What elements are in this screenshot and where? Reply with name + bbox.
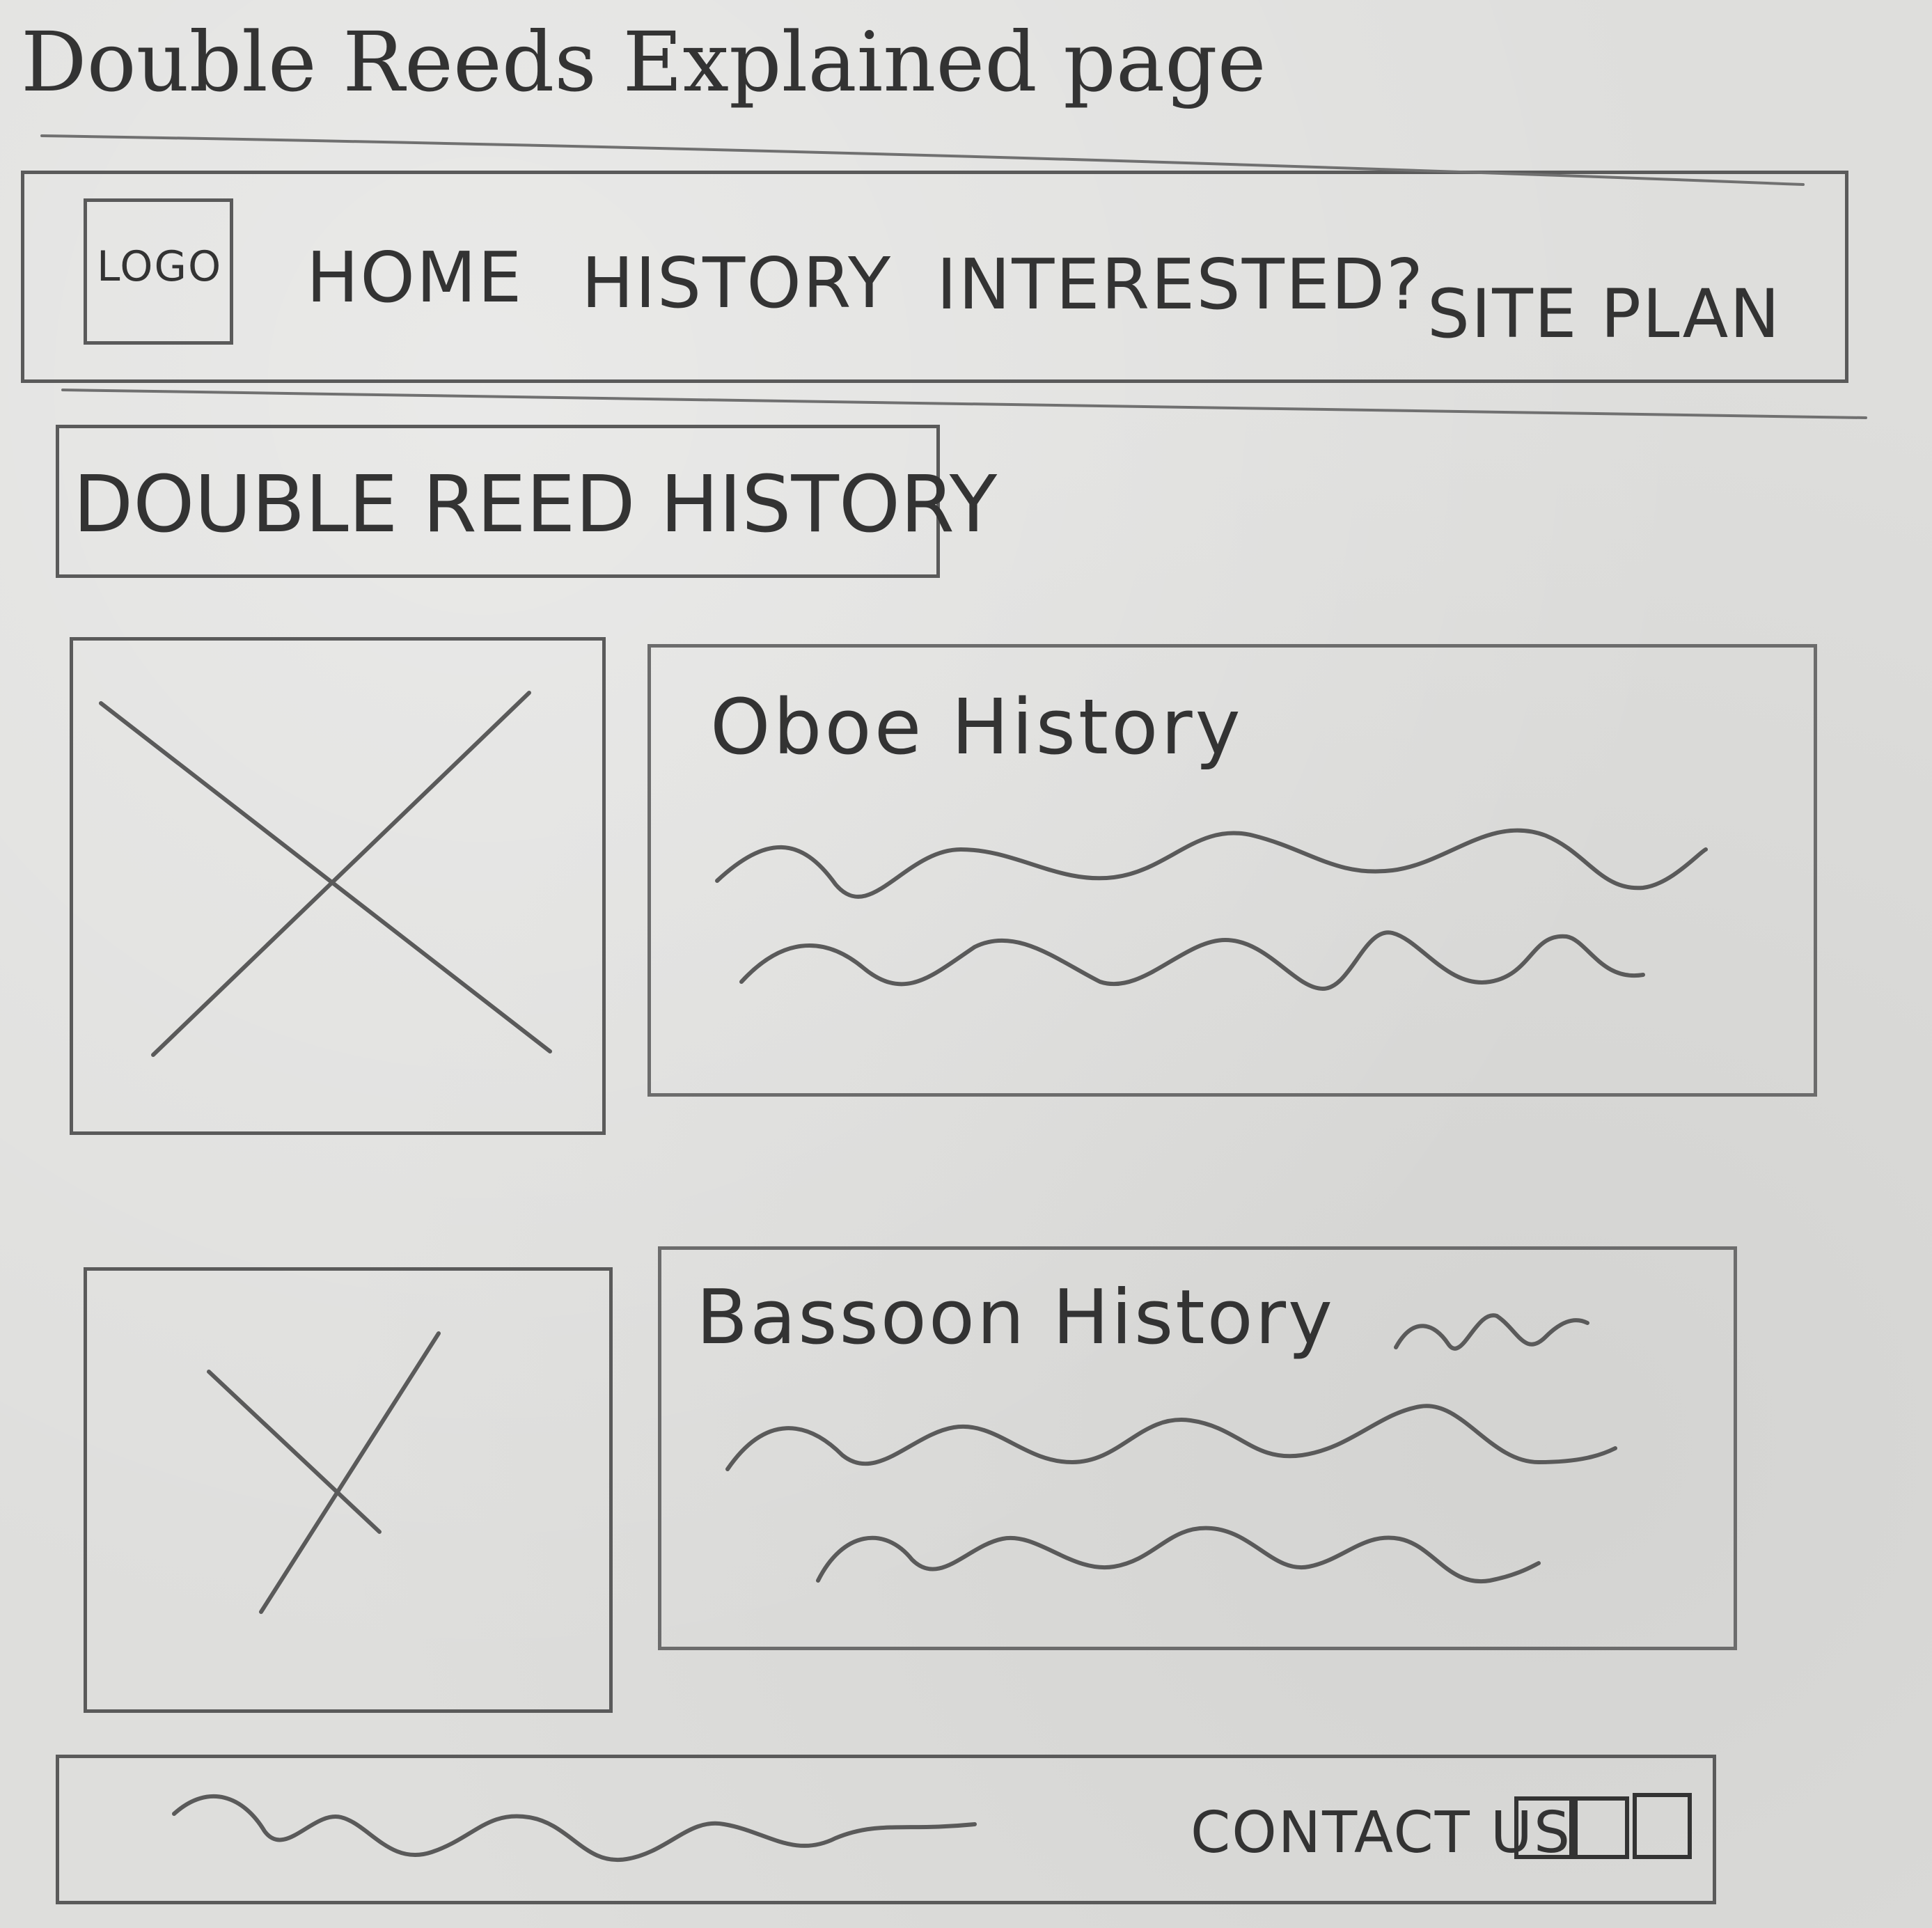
bassoon-image-placeholder xyxy=(84,1267,613,1713)
page-title: Double Reeds Explained page xyxy=(21,14,1266,110)
bassoon-history-card xyxy=(658,1246,1737,1650)
oboe-history-card xyxy=(647,644,1817,1097)
nav-item-home[interactable]: HOME xyxy=(306,237,524,318)
oboe-history-heading: Oboe History xyxy=(710,682,1243,771)
nav-item-site-plan[interactable]: SITE PLAN xyxy=(1427,275,1782,353)
social-icon-3[interactable] xyxy=(1633,1793,1692,1859)
section-title-box xyxy=(56,425,940,578)
footer-bar xyxy=(56,1755,1716,1904)
bassoon-history-heading: Bassoon History xyxy=(696,1274,1335,1361)
social-icon-1[interactable] xyxy=(1514,1796,1573,1859)
nav-item-interested[interactable]: INTERESTED? xyxy=(936,244,1425,325)
nav-item-history[interactable]: HISTORY xyxy=(581,242,893,324)
logo-text: LOGO xyxy=(97,242,223,291)
social-icon-2[interactable] xyxy=(1573,1796,1629,1859)
section-title: DOUBLE REED HISTORY xyxy=(73,460,998,550)
oboe-image-placeholder xyxy=(70,637,606,1135)
logo-box[interactable]: LOGO xyxy=(84,198,233,345)
contact-us-link[interactable]: CONTACT US xyxy=(1191,1800,1571,1866)
